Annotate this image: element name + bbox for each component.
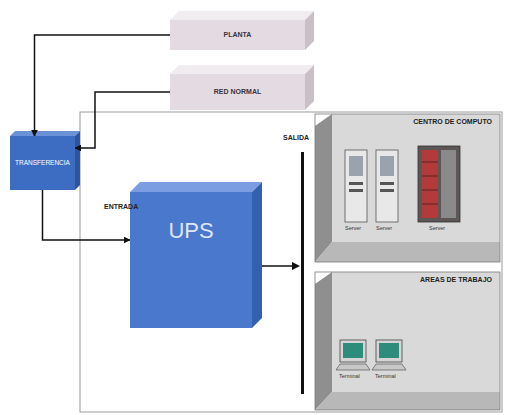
- box-side-face: [305, 11, 314, 50]
- port-label: SALIDA: [283, 134, 309, 141]
- room-box: AREAS DE TRABAJO: [315, 272, 500, 410]
- node-text: TRANSFERENCIA: [15, 159, 70, 166]
- arrow-head: [292, 262, 300, 270]
- room-box: CENTRO DE COMPUTO: [315, 114, 500, 262]
- ups-box: UPS: [130, 192, 252, 328]
- node-text: AREAS DE TRABAJO: [420, 276, 492, 284]
- node-text: PLANTA: [224, 31, 252, 39]
- box-side-face: [305, 65, 314, 110]
- box-faces: [10, 11, 314, 328]
- power-connector: [43, 190, 131, 240]
- work-area-room: [315, 272, 500, 410]
- source-box: PLANTA: [170, 20, 305, 50]
- device-label: Server: [376, 225, 392, 231]
- device-label: Terminal: [375, 373, 396, 379]
- device-label: Server: [345, 225, 361, 231]
- node-text: RED NORMAL: [214, 88, 261, 96]
- box-top-face: [130, 182, 262, 192]
- box-side-face: [75, 131, 80, 190]
- node-text: UPS: [168, 218, 213, 243]
- enclosure-outline: [80, 112, 502, 412]
- source-box: RED NORMAL: [170, 74, 305, 110]
- box-top-face: [170, 65, 314, 74]
- power-connector: [75, 92, 170, 148]
- output-bus: [301, 152, 304, 394]
- transfer-switch-box: TRANSFERENCIA: [10, 136, 75, 190]
- port-label: ENTRADA: [104, 203, 138, 210]
- box-top-face: [170, 11, 314, 20]
- node-text: CENTRO DE COMPUTO: [413, 118, 492, 126]
- output-wire: [262, 265, 293, 267]
- device-label: Terminal: [339, 373, 360, 379]
- box-side-face: [252, 182, 262, 328]
- device-label: Server: [429, 225, 445, 231]
- power-connector: [35, 35, 171, 136]
- computer-room: [315, 114, 500, 262]
